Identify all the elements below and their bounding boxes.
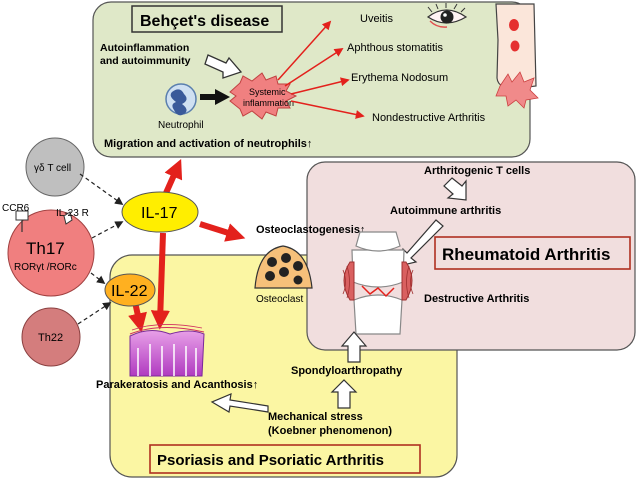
arrow-il17-to-skin bbox=[150, 232, 170, 330]
ra-title-box bbox=[434, 236, 631, 270]
ccr6-label: CCR6 bbox=[2, 203, 30, 214]
koebner-label: (Koebner phenomenon) bbox=[268, 425, 392, 437]
manifestation-erythema: Erythema Nodosum bbox=[351, 72, 448, 84]
manifestation-uveitis: Uveitis bbox=[360, 13, 394, 25]
hollow-arrow-behcet bbox=[204, 54, 243, 79]
joint-icon bbox=[342, 231, 414, 335]
hollow-arrow-mechanical-left bbox=[210, 393, 269, 413]
ra-title: Rheumatoid Arthritis bbox=[442, 245, 610, 264]
spondylo-label: Spondyloarthropathy bbox=[291, 365, 403, 377]
destructive-label: Destructive Arthritis bbox=[424, 293, 529, 305]
gd-t-cell-label: γδ T cell bbox=[34, 163, 71, 174]
autoinflammation-label: Autoinflammation bbox=[100, 42, 189, 54]
arrow-erythema bbox=[290, 77, 350, 95]
neutrophil-nucleus bbox=[170, 89, 187, 116]
hollow-arrow-arthritogenic bbox=[443, 177, 467, 201]
eye-icon bbox=[426, 3, 468, 28]
manifestation-nondestructive: Nondestructive Arthritis bbox=[372, 112, 486, 124]
hollow-arrow-mechanical-up bbox=[330, 379, 358, 409]
autoimmunity-label: and autoimmunity bbox=[100, 55, 191, 67]
skin-lesion-icon bbox=[129, 324, 205, 377]
osteoclast-icon bbox=[254, 245, 313, 289]
inflammation-label: inflammation bbox=[243, 98, 294, 108]
autoimmune-label: Autoimmune arthritis bbox=[390, 205, 501, 217]
psoriasis-title-box bbox=[149, 444, 421, 474]
systemic-inflammation-burst bbox=[229, 72, 298, 120]
arrow-nondestructive bbox=[290, 100, 365, 119]
th22-label: Th22 bbox=[38, 332, 63, 344]
manifestation-aphthous: Aphthous stomatitis bbox=[347, 42, 443, 54]
il17-label: IL-17 bbox=[141, 205, 178, 222]
osteoclast-label: Osteoclast bbox=[256, 294, 303, 305]
arrow-uveitis bbox=[277, 20, 332, 81]
dash-gd-to-il17 bbox=[79, 173, 124, 205]
ccr6-receptor-head bbox=[15, 210, 29, 221]
arrow-il17-to-behcet bbox=[163, 158, 183, 195]
dash-th17-to-il17 bbox=[91, 221, 124, 239]
il17-cytokine bbox=[121, 191, 199, 233]
th17-cell bbox=[7, 209, 95, 297]
th22-cell bbox=[21, 307, 81, 367]
osteoclastogenesis-label: Osteoclastogenesis↑ bbox=[256, 224, 365, 236]
il22-label: IL-22 bbox=[111, 283, 148, 300]
arrow-aphthous bbox=[284, 48, 344, 87]
systemic-label: Systemic bbox=[249, 87, 286, 97]
psoriasis-title: Psoriasis and Psoriatic Arthritis bbox=[157, 452, 384, 469]
parakeratosis-label: Parakeratosis and Acanthosis↑ bbox=[96, 379, 258, 391]
dash-th22-to-il22 bbox=[77, 302, 112, 325]
th17-label: Th17 bbox=[26, 239, 65, 258]
black-arrow bbox=[200, 89, 230, 105]
mechanical-label: Mechanical stress bbox=[268, 411, 363, 423]
migration-label: Migration and activation of neutrophils↑ bbox=[104, 138, 312, 150]
leg-icon bbox=[495, 3, 539, 109]
behcet-title: Behçet's disease bbox=[140, 13, 269, 30]
dash-th17-to-il22 bbox=[90, 272, 106, 285]
neutrophil-label: Neutrophil bbox=[158, 120, 204, 131]
arrow-il17-to-osteoclast bbox=[199, 221, 246, 242]
arthritogenic-label: Arthritogenic T cells bbox=[424, 165, 530, 177]
gd-t-cell bbox=[25, 137, 85, 197]
ror-label: RORγt /RORc bbox=[14, 262, 77, 273]
il23r-label: IL-23 R bbox=[56, 208, 89, 219]
il23r-receptor bbox=[63, 211, 73, 225]
behcet-title-box bbox=[131, 5, 283, 33]
hollow-arrow-spondylo bbox=[340, 331, 368, 363]
il22-cytokine bbox=[104, 273, 156, 307]
